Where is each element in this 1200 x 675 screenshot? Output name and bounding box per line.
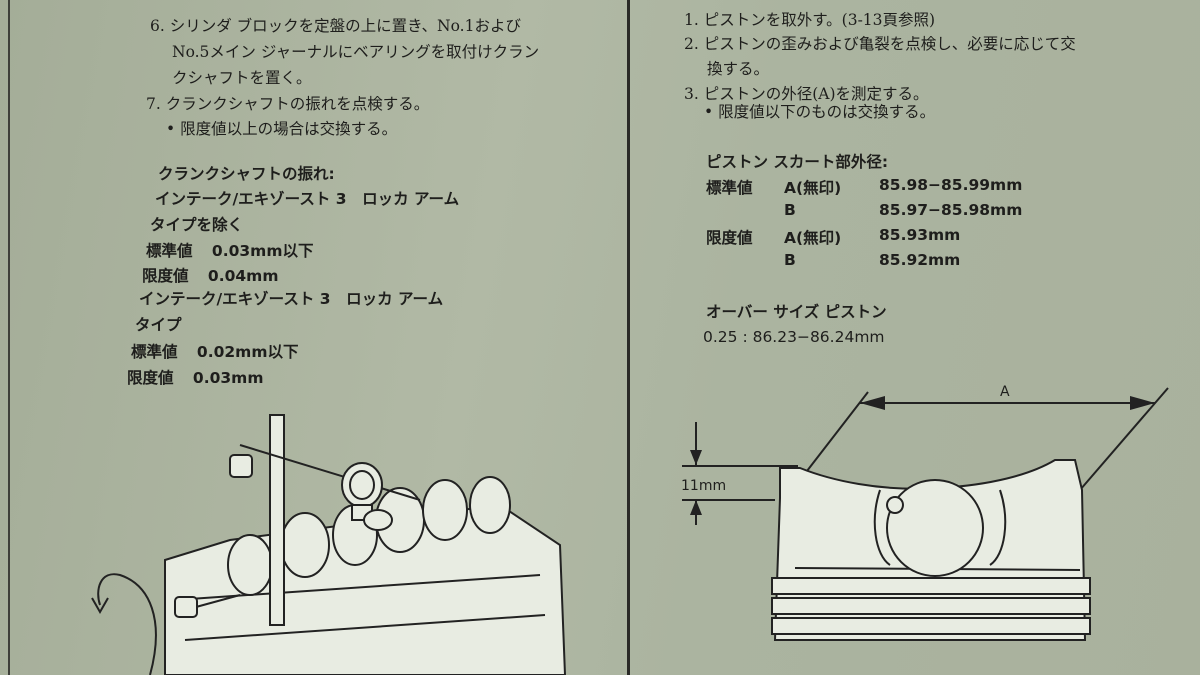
std-label: 標準値 (706, 179, 753, 197)
step-1: 1. ピストンを取外す。(3-13頁参照) (684, 11, 936, 29)
oversize-title: オーバー サイズ ピストン (706, 303, 887, 321)
step-6-line-2: No.5メイン ジャーナルにベアリングを取付けクラン (172, 43, 540, 61)
step-7: 7. クランクシャフトの振れを点検する。 (146, 95, 430, 113)
page-edge (8, 0, 10, 675)
type2-lim-label: 限度値 (127, 369, 174, 387)
diagram-label-11mm: 11mm (681, 478, 727, 494)
type2-lim-value: 0.03mm (192, 369, 264, 387)
piston-pin-hole (886, 479, 984, 577)
step-3: 3. ピストンの外径(A)を測定する。 (684, 85, 929, 103)
type1-lim-label: 限度値 (142, 267, 189, 285)
type2-std-value: 0.02mm以下 (196, 343, 299, 361)
type2-line-1: インテーク/エキゾースト 3 ロッカ アーム (139, 290, 444, 308)
lim-value-a: 85.93mm (879, 226, 961, 244)
step-6-line-3: クシャフトを置く。 (172, 69, 312, 87)
type1-std-label: 標準値 (146, 242, 193, 260)
oversize-value: 0.25 : 86.23−86.24mm (703, 328, 885, 346)
skirt-title: ピストン スカート部外径: (706, 153, 889, 171)
type2-std-label: 標準値 (131, 343, 178, 361)
lim-grade-b: B (784, 251, 796, 269)
step-7-bullet: • 限度値以上の場合は交換する。 (166, 120, 398, 138)
column-divider (627, 0, 630, 675)
lim-label: 限度値 (706, 229, 753, 247)
type1-std-value: 0.03mm以下 (211, 242, 314, 260)
type1-limit: 限度値 0.04mm (142, 264, 278, 286)
std-value-a: 85.98−85.99mm (879, 176, 1023, 194)
type2-line-2: タイプ (135, 316, 182, 334)
type2-standard: 標準値 0.02mm以下 (131, 340, 298, 362)
type2-limit: 限度値 0.03mm (127, 366, 263, 388)
lim-value-b: 85.92mm (879, 251, 961, 269)
step-3-bullet: • 限度値以下のものは交換する。 (704, 103, 936, 121)
rotation-arrow-icon (97, 573, 157, 675)
runout-title: クランクシャフトの振れ: (158, 165, 335, 183)
std-grade-b: B (784, 201, 796, 219)
type1-line-1: インテーク/エキゾースト 3 ロッカ アーム (155, 190, 460, 208)
std-grade-a: A(無印) (784, 179, 842, 197)
type1-line-2: タイプを除く (150, 216, 244, 234)
type1-standard: 標準値 0.03mm以下 (146, 239, 313, 261)
step-2-line-1: 2. ピストンの歪みおよび亀裂を点検し、必要に応じて交 (684, 35, 1076, 53)
type1-lim-value: 0.04mm (207, 267, 279, 285)
diagram-label-a: A (1000, 384, 1010, 400)
std-value-b: 85.97−85.98mm (879, 201, 1023, 219)
step-6-line-1: 6. シリンダ ブロックを定盤の上に置き、No.1および (150, 17, 521, 35)
step-2-line-2: 換する。 (707, 60, 770, 78)
lim-grade-a: A(無印) (784, 229, 842, 247)
